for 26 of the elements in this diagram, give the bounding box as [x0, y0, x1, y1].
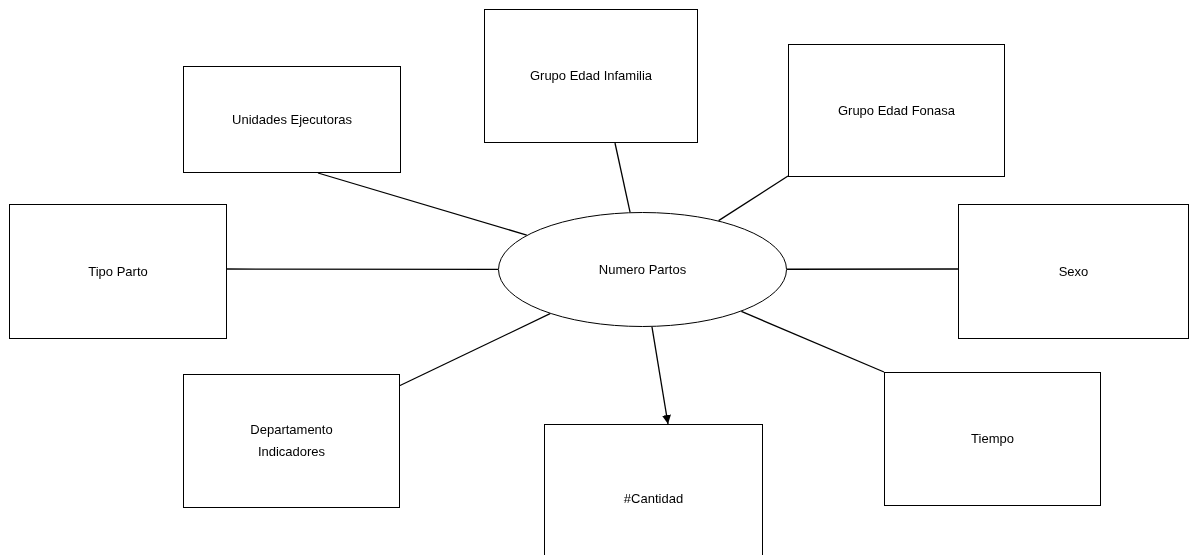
- entity-box: [484, 9, 698, 143]
- node-label: Grupo Edad Fonasa: [836, 101, 957, 120]
- arrow: [651, 326, 671, 425]
- ellipse-node: [498, 212, 787, 327]
- connector-line: [317, 172, 528, 236]
- connector-line: [740, 310, 885, 373]
- node-label: Numero Partos: [597, 260, 688, 279]
- node-label: Grupo Edad Infamilia: [528, 67, 654, 85]
- node-label: Tipo Parto: [87, 262, 149, 281]
- connector-line: [398, 313, 551, 387]
- entity-box: [544, 424, 763, 555]
- node-label: Sexo: [1057, 262, 1090, 281]
- entity-box: [958, 204, 1189, 339]
- node-label: #Cantidad: [622, 490, 685, 508]
- connector-line: [786, 268, 959, 270]
- entity-box: [884, 372, 1101, 506]
- entity-box: [183, 374, 400, 508]
- entity-box: [183, 66, 401, 173]
- node-label: Tiempo: [970, 430, 1015, 448]
- entity-box: [9, 204, 227, 339]
- connector-line: [614, 142, 631, 213]
- entity-box: [788, 44, 1005, 177]
- node-label: Unidades Ejecutoras: [231, 110, 353, 129]
- connector-line: [717, 175, 789, 222]
- node-label: Departamento Indicadores: [249, 421, 334, 461]
- connector-line: [226, 268, 499, 270]
